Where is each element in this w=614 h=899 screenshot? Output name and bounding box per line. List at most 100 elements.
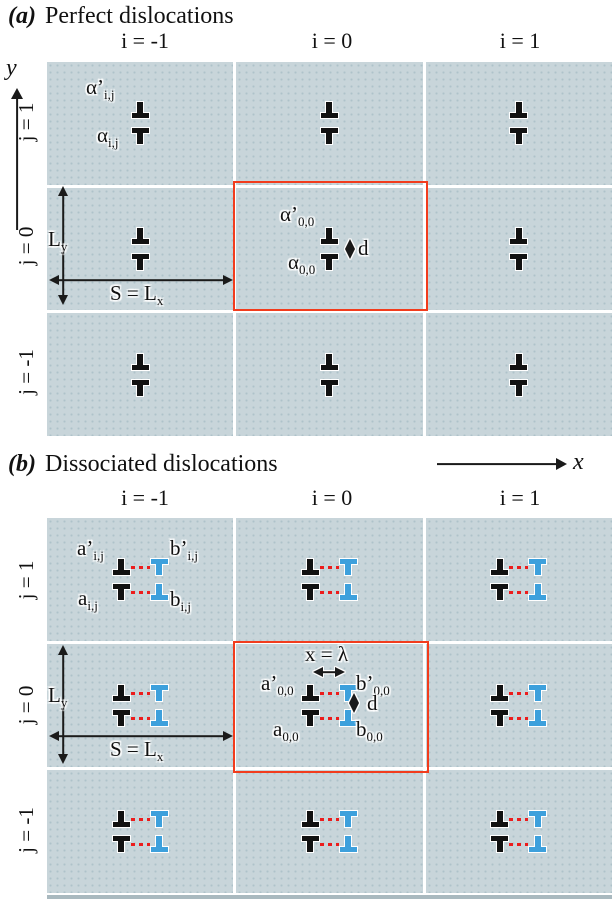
partial-dislocation-black-up-icon [112,811,130,827]
partial-dislocation-black-up-icon [491,559,509,575]
partial-dislocation-black-down-icon [112,584,130,600]
stacking-fault-dash-icon [130,565,150,569]
cell-b-i0-j0 [236,644,423,767]
edge-dislocation-up-icon [320,227,338,244]
stacking-fault-dash-icon [509,691,529,695]
partial-dislocation-blue-down-icon [150,559,168,575]
edge-dislocation-up-icon [510,102,528,119]
x-axis-label: x [573,449,584,475]
label-ly-a: Ly [48,227,68,255]
panel-b-col-header-i1: i = 1 [499,485,541,510]
panel-a-row-label-j1: j = 1 [14,102,38,142]
partial-dislocation-blue-up-icon [150,710,168,726]
panel-b-row-label-j0: j = 0 [14,685,38,725]
edge-dislocation-up-icon [320,353,338,370]
panel-a-title-text: Perfect dislocations [44,3,234,29]
s-lx-arrow-a-icon [49,274,233,286]
stacking-fault-dash-icon [319,590,339,594]
panel-b-row-label-j1: j = 1 [14,560,38,600]
partial-dislocation-blue-down-icon [339,559,357,575]
label-d-b: d [367,691,378,715]
cell-a-im1-jm1 [47,313,234,436]
partial-dislocation-black-down-icon [491,710,509,726]
dislocation-dipole [510,227,528,270]
stacking-fault-dash-icon [509,842,529,846]
edge-dislocation-up-icon [510,227,528,244]
edge-dislocation-up-icon [131,227,149,244]
dislocation-dipole [131,102,149,145]
partial-dislocation-blue-up-icon [339,584,357,600]
edge-dislocation-down-icon [131,128,149,145]
label-b-00: b0,0 [356,717,383,745]
cell-a-i0-jm1 [236,313,423,436]
dislocation-dipole [320,353,338,396]
partial-dislocation-black-up-icon [301,559,319,575]
stacking-fault-dash-icon [319,716,339,720]
cell-a-i1-jm1 [425,313,612,436]
d-spacing-arrow-b-icon [348,693,360,713]
label-a-ij: ai,j [78,586,98,614]
stacking-fault-dash-icon [509,716,529,720]
ly-arrow-a-icon [57,186,69,305]
partial-dislocation-black-down-icon [491,836,509,852]
label-a-00: a0,0 [273,717,299,745]
stacking-fault-dash-icon [509,565,529,569]
partial-dislocation-blue-down-icon [529,685,547,701]
label-x-lambda: x = λ [305,642,349,666]
stacking-fault-dash-icon [130,716,150,720]
stacking-fault-dash-icon [130,691,150,695]
partial-dislocation-blue-up-icon [150,584,168,600]
label-b-prime-ij: b’i,j [170,536,198,564]
panel-a-grid [47,62,612,436]
arrowhead-up-icon [11,88,23,99]
label-s-lx-b: S = Lx [110,737,164,765]
partial-dislocation-blue-up-icon [339,710,357,726]
label-b-prime-00: b’0,0 [356,671,390,699]
edge-dislocation-down-icon [510,379,528,396]
label-ly-b: Ly [48,683,68,711]
label-alpha-00: α0,0 [288,250,316,278]
dissociated-dipole [491,559,547,600]
stacking-fault-dash-icon [319,691,339,695]
label-d-a: d [358,236,369,260]
cell-b-i0-j1 [236,518,423,641]
dislocation-dipole [510,353,528,396]
dissociated-dipole [112,685,168,726]
y-axis-label: y [6,55,17,81]
panel-a-col-header-i1: i = 1 [499,28,541,53]
dissociated-dipole [301,685,357,726]
partial-dislocation-black-down-icon [491,584,509,600]
edge-dislocation-up-icon [320,102,338,119]
panel-a-col-header-i0: i = 0 [311,28,353,53]
stacking-fault-dash-icon [319,565,339,569]
dissociated-dipole [491,685,547,726]
dissociated-dipole [491,811,547,852]
s-lx-arrow-b-icon [49,730,233,742]
partial-dislocation-black-down-icon [301,836,319,852]
edge-dislocation-up-icon [510,353,528,370]
partial-dislocation-blue-up-icon [339,836,357,852]
label-alpha-ij: αi,j [97,123,119,151]
partial-dislocation-blue-down-icon [339,811,357,827]
edge-dislocation-down-icon [320,379,338,396]
stacking-fault-dash-icon [319,842,339,846]
edge-dislocation-down-icon [131,253,149,270]
cell-a-i0-j1 [236,62,423,185]
y-axis-arrow-icon [10,88,24,230]
partial-dislocation-blue-up-icon [150,836,168,852]
partial-dislocation-blue-down-icon [529,811,547,827]
label-alpha-prime-ij: α’i,j [86,75,115,103]
partial-dislocation-blue-up-icon [529,710,547,726]
stacking-fault-dash-icon [130,817,150,821]
cell-a-i0-j0 [236,187,423,311]
edge-dislocation-down-icon [510,128,528,145]
edge-dislocation-down-icon [510,253,528,270]
stacking-fault-dash-icon [130,590,150,594]
dissociated-dipole [112,559,168,600]
partial-dislocation-blue-down-icon [339,685,357,701]
label-alpha-prime-00: α’0,0 [280,202,315,230]
edge-dislocation-down-icon [131,379,149,396]
panel-a-row-label-jm1: j = -1 [14,349,38,395]
cell-a-im1-j1 [47,62,234,185]
